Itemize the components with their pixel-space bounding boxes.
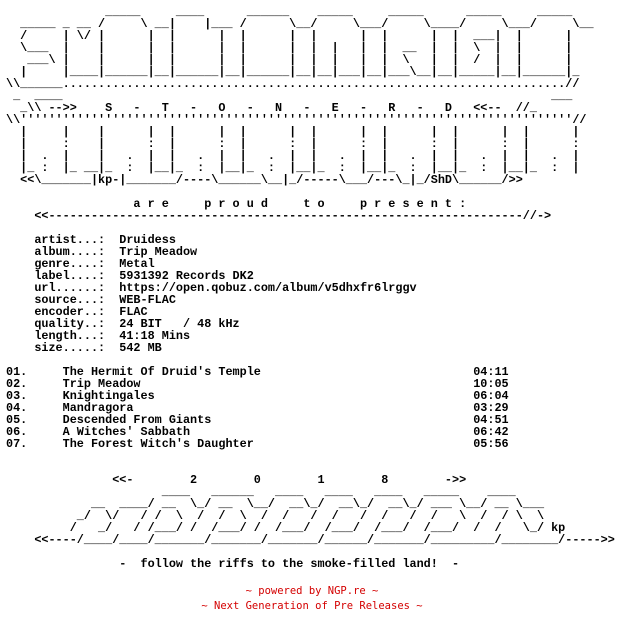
nfo-line: a r e p r o u d t o p r e s e n t : xyxy=(6,197,467,211)
nfo-line: 01. The Hermit Of Druid's Temple 04:11 xyxy=(6,365,509,379)
nfo-line: _/ \/ / / \ / / \ / / / / / / / / \ / / … xyxy=(6,509,545,523)
nfo-line: 04. Mandragora 03:29 xyxy=(6,401,509,415)
nfo-line: _____ ____ ______ _____ _____ _____ ____… xyxy=(6,5,573,19)
nfo-line: - follow the riffs to the smoke-filled l… xyxy=(6,557,460,571)
nfo-line: <<- 2 0 1 8 ->> xyxy=(6,473,467,487)
nfo-line: \___ | | | | | | | | | | | __ | | \ | | … xyxy=(6,41,580,55)
nfo-text: _____ ____ ______ _____ _____ _____ ____… xyxy=(6,6,615,570)
nfo-line: / _/ / /___/ / /___/ / /___/ /___/ /___/… xyxy=(6,521,566,535)
nfo-line: _ ____ ___ xyxy=(6,89,573,103)
nfo-line: \\______................................… xyxy=(6,77,580,91)
nfo-line: encoder..: FLAC xyxy=(6,305,148,319)
powered-by-text: ~ powered by NGP.re ~ xyxy=(245,585,379,597)
nfo-line: _\\ -->> S - T - O - N - E - R - D <<-- … xyxy=(6,101,537,115)
nfo-line: size.....: 542 MB xyxy=(6,341,162,355)
nfo-line: \\''''''''''''''''''''''''''''''''''''''… xyxy=(6,113,587,127)
nfo-line: 06. A Witches' Sabbath 06:42 xyxy=(6,425,509,439)
nfo-line: <<\_______|kp-|_______/----\______\__|_/… xyxy=(6,173,523,187)
nfo-line: | | | | | | | | | | | | | | | | xyxy=(6,125,580,139)
nfo-line: genre....: Metal xyxy=(6,257,155,271)
nfo-line: label....: 5931392 Records DK2 xyxy=(6,269,254,283)
nfo-line: 07. The Forest Witch's Daughter 05:56 xyxy=(6,437,509,451)
nfo-line: 05. Descended From Giants 04:51 xyxy=(6,413,509,427)
nfo-line: <<----/____/____/_______/_______/_______… xyxy=(6,533,615,547)
nfo-line: 03. Knightingales 06:04 xyxy=(6,389,509,403)
nfo-line: | |____|______|__|______|__|______|__|__… xyxy=(6,65,587,79)
nfo-line: source...: WEB-FLAC xyxy=(6,293,176,307)
nfo-line: <<--------------------------------------… xyxy=(6,209,552,223)
nfo-line: |_ : |_ __|_ : |__|_ : |__|_ : |__|_ : |… xyxy=(6,161,580,175)
nfo-line: 02. Trip Meadow 10:05 xyxy=(6,377,509,391)
nfo-line: length...: 41:18 Mins xyxy=(6,329,191,343)
nfo-line: ___\ | | | | | | | | | | | \ | | / | | | xyxy=(6,53,580,67)
nfo-line: / | \/ | | | | | | | | | | | ___| | | xyxy=(6,29,580,43)
nfo-line: artist...: Druidess xyxy=(6,233,176,247)
nfo-line: url......: https://open.qobuz.com/album/… xyxy=(6,281,417,295)
nfo-line: | . | | . | | . | | . | | . | | . | | . … xyxy=(6,149,580,163)
nfo-line: | : | : | : | : | : | : | : | : xyxy=(6,137,580,151)
nfo-line: ____ ______ ____ ____ ____ _____ ____ xyxy=(6,485,516,499)
nfo-line: __ ____/ __ \_/ __ \__/ __\_/ __\_/ __\_… xyxy=(6,497,545,511)
nfo-line: album....: Trip Meadow xyxy=(6,245,198,259)
nfo-line xyxy=(6,450,615,462)
nfo-line: quality..: 24 BIT / 48 kHz xyxy=(6,317,240,331)
nfo-line: _____ _ __ / \ __| |___ / \__/ \___/ \__… xyxy=(6,17,594,31)
tagline-text: ~ Next Generation of Pre Releases ~ xyxy=(201,600,423,612)
